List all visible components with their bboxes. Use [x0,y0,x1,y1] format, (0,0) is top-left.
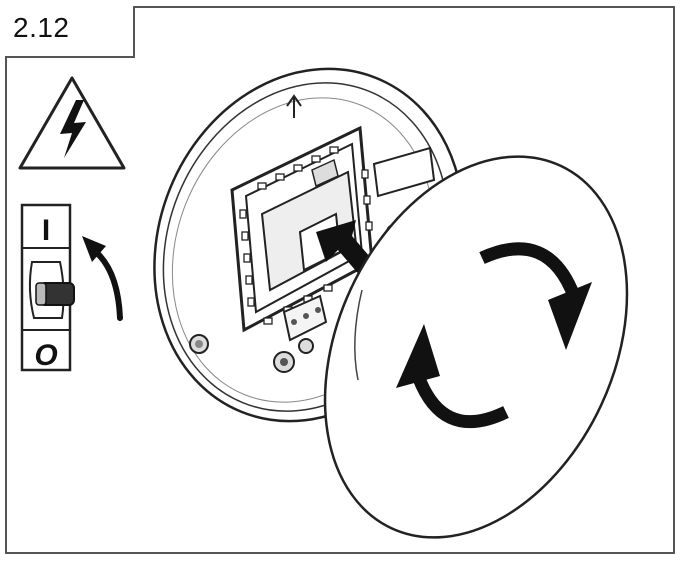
instruction-panel [5,6,675,554]
high-voltage-warning-icon [18,76,126,170]
step-number: 2.12 [13,12,70,43]
screw-icon [189,334,209,354]
curved-arrow-icon [82,236,123,321]
front-cover [323,155,629,539]
circuit-breaker-switch-icon: I O [20,203,75,372]
push-arrow-icon [316,220,376,278]
switch-off-label: O [34,339,57,372]
step-number-box: 2.12 [5,6,135,58]
switch-on-label: I [42,214,50,247]
rotate-arrows-icon [396,242,592,429]
